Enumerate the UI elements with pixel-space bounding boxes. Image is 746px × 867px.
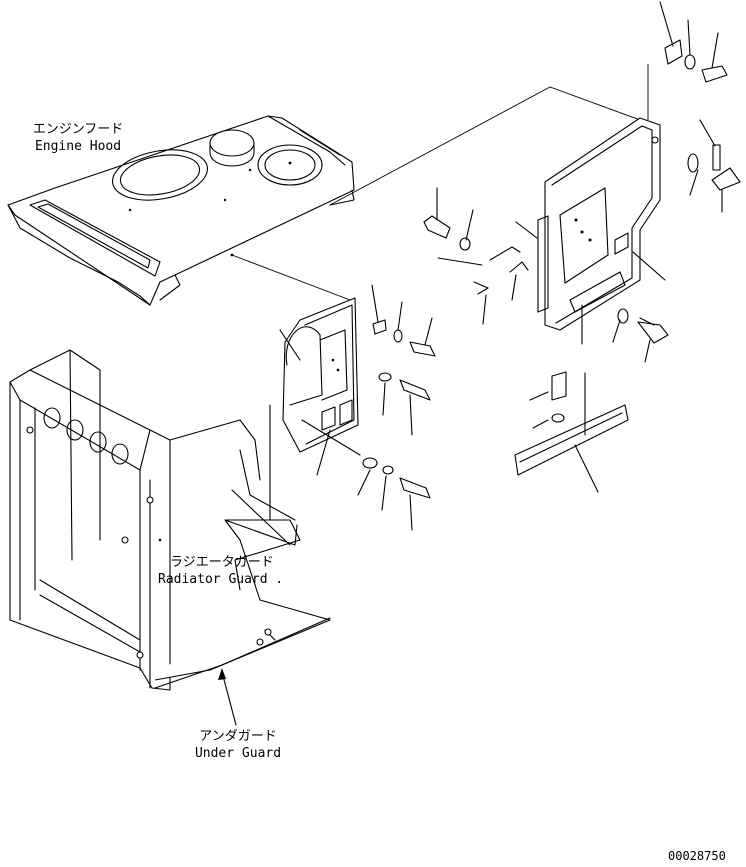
left-panel-fasteners	[279, 284, 436, 531]
lower-cover-plate	[514, 371, 629, 493]
under-guard-label-jp: アンダガード	[199, 729, 277, 744]
latch-fastener	[687, 119, 741, 213]
drawing-number: 00028750	[668, 849, 726, 863]
engine-hood	[7, 115, 355, 306]
right-side-cover	[537, 117, 661, 331]
hinge-plate-fastener	[647, 1, 728, 120]
under-guard-label-en: Under Guard	[194, 746, 282, 761]
left-side-cover	[269, 297, 359, 521]
under-guard-leader-arrow	[218, 668, 237, 726]
radiator-guard-label-en: Radiator Guard .	[158, 572, 284, 587]
bolt-set-lower-right	[581, 251, 669, 363]
radiator-guard-label-jp: ラジエータガード	[170, 555, 274, 570]
under-guard	[154, 439, 331, 689]
bolt-set-upper	[423, 187, 538, 325]
radiator-guard	[9, 349, 256, 691]
engine-hood-label-en: Engine Hood	[34, 139, 122, 154]
engine-hood-label-jp: エンジンフード	[32, 122, 124, 137]
